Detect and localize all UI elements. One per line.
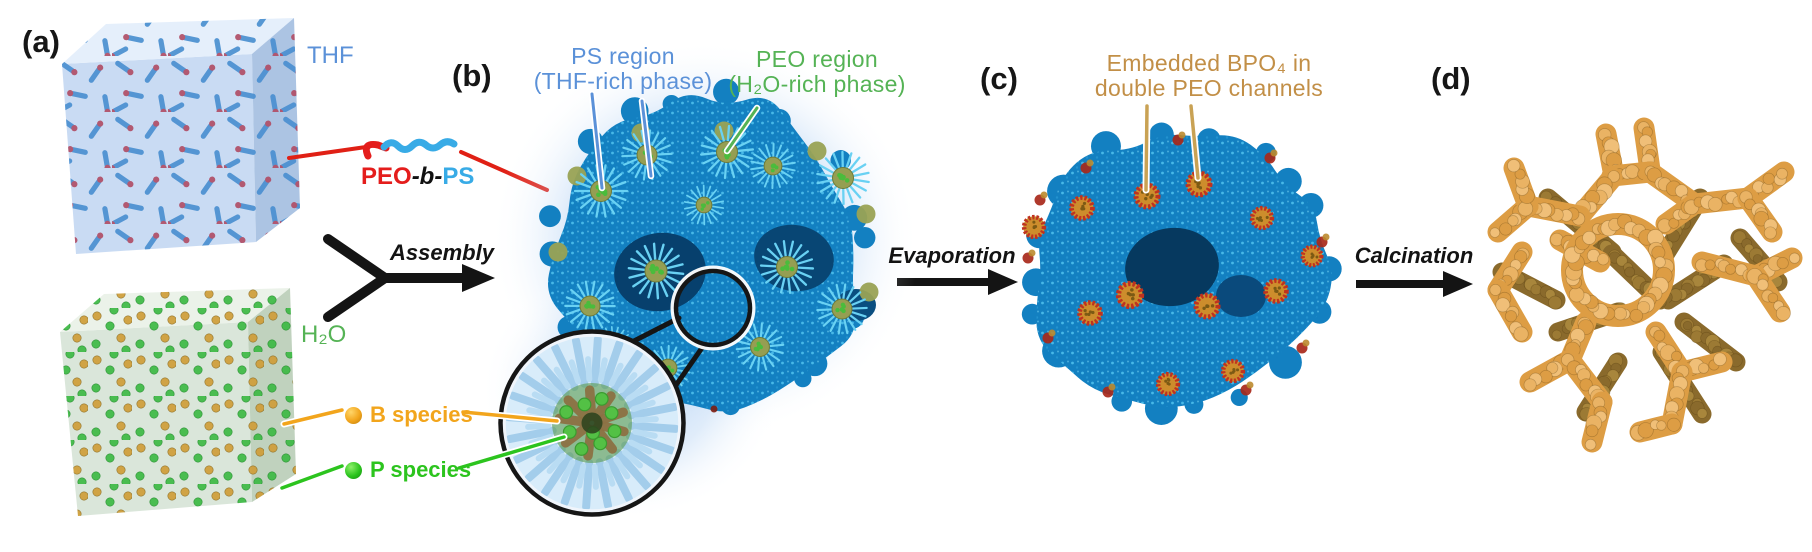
panel-b-label: (b) [452,58,492,93]
process-arrows-graphics [323,234,1473,322]
ps-region-line2: (THF-rich phase) [533,68,713,94]
legend-p-species: P species [345,457,471,483]
h2o-label: H₂O [301,321,347,348]
ps-region-caption: PS region (THF-rich phase) [534,44,713,94]
bpo4-annotation: Embedded BPO₄ in double PEO channels [1095,51,1323,101]
panel-d-label: (d) [1431,61,1471,96]
p-species-dot [345,461,362,479]
evaporation-arrow-label: Evaporation [888,243,1016,268]
polymer-label: PEO-b-PS [361,163,474,191]
peo-region-line1: PEO region [756,46,878,72]
bpo4-annotation-line2: double PEO channels [1094,75,1324,101]
ps-region-line1: PS region [571,43,675,69]
calcination-arrow-label: Calcination [1354,243,1474,268]
peo-text: PEO [361,163,412,190]
peo-region-line2: (H₂O-rich phase) [728,71,906,97]
panel-c-label: (c) [980,61,1018,96]
assembly-arrow-label: Assembly [390,240,494,265]
p-species-label: P species [370,457,472,482]
thf-solution-cube [62,18,300,254]
bpo4-annotation-line1: Embedded BPO₄ in [1106,50,1312,76]
panel-a-label: (a) [22,24,60,59]
b-species-dot [345,406,362,424]
thf-label: THF [307,42,354,69]
magnified-channel-inset [498,265,756,517]
calcined-bpo4-framework [1487,117,1803,453]
evaporated-structure [1021,122,1342,425]
h2o-solution-cube [60,288,296,516]
block-text: -b- [411,163,443,190]
callout-lines [278,90,1202,492]
ps-text: PS [442,163,475,190]
peo-region-caption: PEO region (H₂O-rich phase) [728,47,905,97]
legend-b-species: B species [345,402,473,428]
b-species-label: B species [370,402,473,427]
